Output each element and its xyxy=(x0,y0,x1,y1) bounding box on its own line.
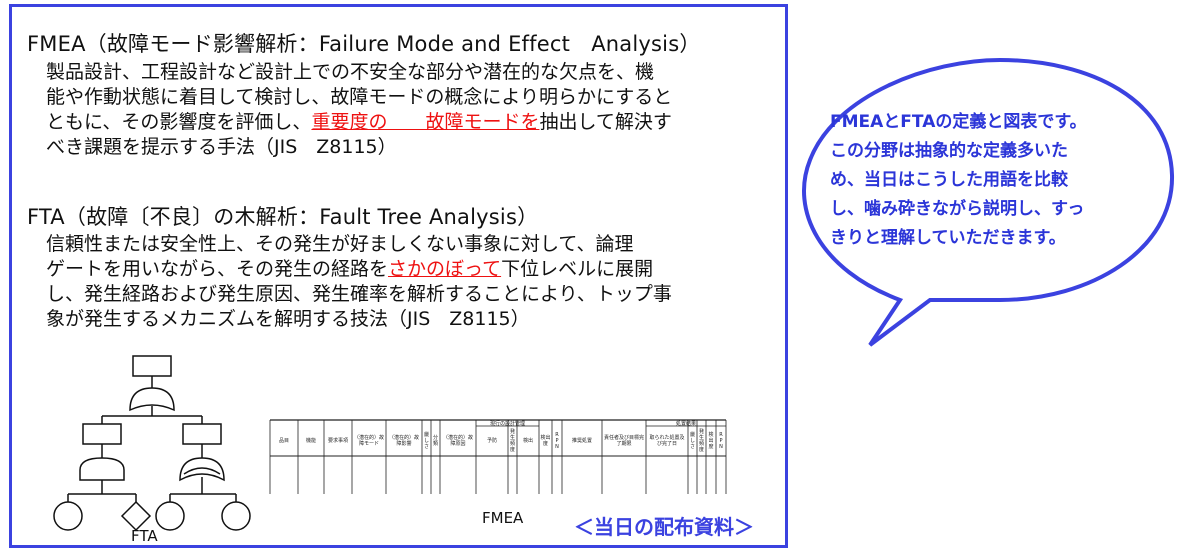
handout-slide xyxy=(9,4,788,548)
table-column-header: 推奨処置 xyxy=(572,437,592,444)
fta-basic-event xyxy=(221,501,251,531)
fmea-definition-line: ともに、その影響度を評価し、重要度の 故障モードを抽出して解決す xyxy=(46,110,672,135)
fmea-definition-line: 製品設計、工程設計など設計上での不安全な部分や潜在的な欠点を、機 xyxy=(46,60,672,85)
fmea-text: 能や作動状態に着目して検討し、故障モードの概念により明らかにすると xyxy=(46,86,673,108)
table-column-header: 厳しさ xyxy=(424,431,429,450)
table-group-header: 現行の設計管理 xyxy=(490,420,525,427)
table-column-header: 予防 xyxy=(487,437,497,444)
fmea-heading: FMEA（故障モード影響解析：Failure Mode and Effect A… xyxy=(27,32,701,56)
fta-or-gate xyxy=(129,387,175,412)
table-column-header: 検出 xyxy=(523,437,533,444)
fta-event-right xyxy=(182,423,222,445)
table-column-header: 厳しさ xyxy=(690,431,695,450)
fta-basic-event xyxy=(155,501,185,531)
fta-diagram xyxy=(53,355,251,532)
table-column-header: 要求事項 xyxy=(328,437,348,444)
fmea-caption: FMEA xyxy=(482,509,524,527)
fta-definition: 信頼性または安全性上、その発生が好ましくない事象に対して、論理ゲートを用いながら… xyxy=(46,232,672,332)
handout-label: ＜当日の配布資料＞ xyxy=(574,515,754,539)
table-column-header: 機能 xyxy=(306,437,316,444)
table-column-header: 取られた処置及び完了日 xyxy=(649,434,684,447)
fta-basic-event xyxy=(53,501,83,531)
fta-text: 象が発生するメカニズムを解明する技法（JIS Z8115） xyxy=(46,308,530,330)
fmea-emphasis-text: 重要度の 故障モードを xyxy=(311,111,540,133)
table-column-header: 検出度 xyxy=(540,434,550,447)
bubble-text: FMEAとFTAの定義と図表です。この分野は抽象的な定義多いため、当日はこうした… xyxy=(830,108,1160,253)
table-column-header: （潜在的）故障原因 xyxy=(443,434,473,447)
fta-text: し、発生経路および発生原因、発生確率を解析することにより、トップ事 xyxy=(46,283,672,305)
fmea-text: べき課題を提示する手法（JIS Z8115） xyxy=(46,136,397,158)
fta-definition-line: 象が発生するメカニズムを解明する技法（JIS Z8115） xyxy=(46,307,672,332)
table-column-header: 発生頻度 xyxy=(699,428,704,453)
table-column-header: 分類 xyxy=(433,434,438,447)
table-column-header: 発生頻度 xyxy=(510,428,515,453)
fmea-definition-line: 能や作動状態に着目して検討し、故障モードの概念により明らかにすると xyxy=(46,85,672,110)
fmea-text: 製品設計、工程設計など設計上での不安全な部分や潜在的な欠点を、機 xyxy=(46,61,655,83)
fta-event-left xyxy=(82,423,122,445)
bubble-text-line: きりと理解していただきます。 xyxy=(830,228,1066,248)
table-column-header: 責任者及び目標完了期限 xyxy=(604,434,644,447)
bubble-text-line: この分野は抽象的な定義多いた xyxy=(830,141,1068,161)
fta-emphasis-text: さかのぼって xyxy=(388,258,502,280)
fta-definition-line: ゲートを用いながら、その発生の経路をさかのぼって下位レベルに展開 xyxy=(46,257,672,282)
bubble-text-line: し、噛み砕きながら説明し、すっ xyxy=(830,199,1085,219)
table-column-header: 品目 xyxy=(279,438,289,444)
fta-definition-line: 信頼性または安全性上、その発生が好ましくない事象に対して、論理 xyxy=(46,232,672,257)
fta-caption: FTA xyxy=(131,527,158,545)
bubble-text-line: FMEAとFTAの定義と図表です。 xyxy=(830,112,1087,132)
bubble-text-line: め、当日はこうした用語を比較 xyxy=(830,170,1068,190)
fta-definition-line: し、発生経路および発生原因、発生確率を解析することにより、トップ事 xyxy=(46,282,672,307)
fmea-table: 現行の設計管理処置結果品目機能要求事項（潜在的）故障モード（潜在的）故障影響厳し… xyxy=(269,419,727,494)
fta-text: 信頼性または安全性上、その発生が好ましくない事象に対して、論理 xyxy=(46,233,634,255)
fmea-text: 抽出して解決す xyxy=(539,111,672,133)
fta-undeveloped-event xyxy=(120,500,152,532)
table-column-header: （潜在的）故障影響 xyxy=(389,434,419,447)
table-column-header: （潜在的）故障モード xyxy=(354,434,384,447)
fta-text: ゲートを用いながら、その発生の経路を xyxy=(46,258,389,280)
fta-and-gate xyxy=(79,457,125,481)
fta-text: 下位レベルに展開 xyxy=(501,258,654,280)
fmea-definition-line: べき課題を提示する手法（JIS Z8115） xyxy=(46,135,672,160)
fmea-definition: 製品設計、工程設計など設計上での不安全な部分や潜在的な欠点を、機能や作動状態に着… xyxy=(46,60,672,160)
fta-top-event xyxy=(132,355,172,377)
fta-heading: FTA（故障〔不良〕の木解析：Fault Tree Analysis） xyxy=(27,205,539,229)
table-group-header: 処置結果 xyxy=(676,420,696,427)
table-column-header: 検出度 xyxy=(708,431,713,450)
fta-or-gate-2 xyxy=(179,457,225,482)
fmea-text: ともに、その影響度を評価し、 xyxy=(46,111,312,133)
